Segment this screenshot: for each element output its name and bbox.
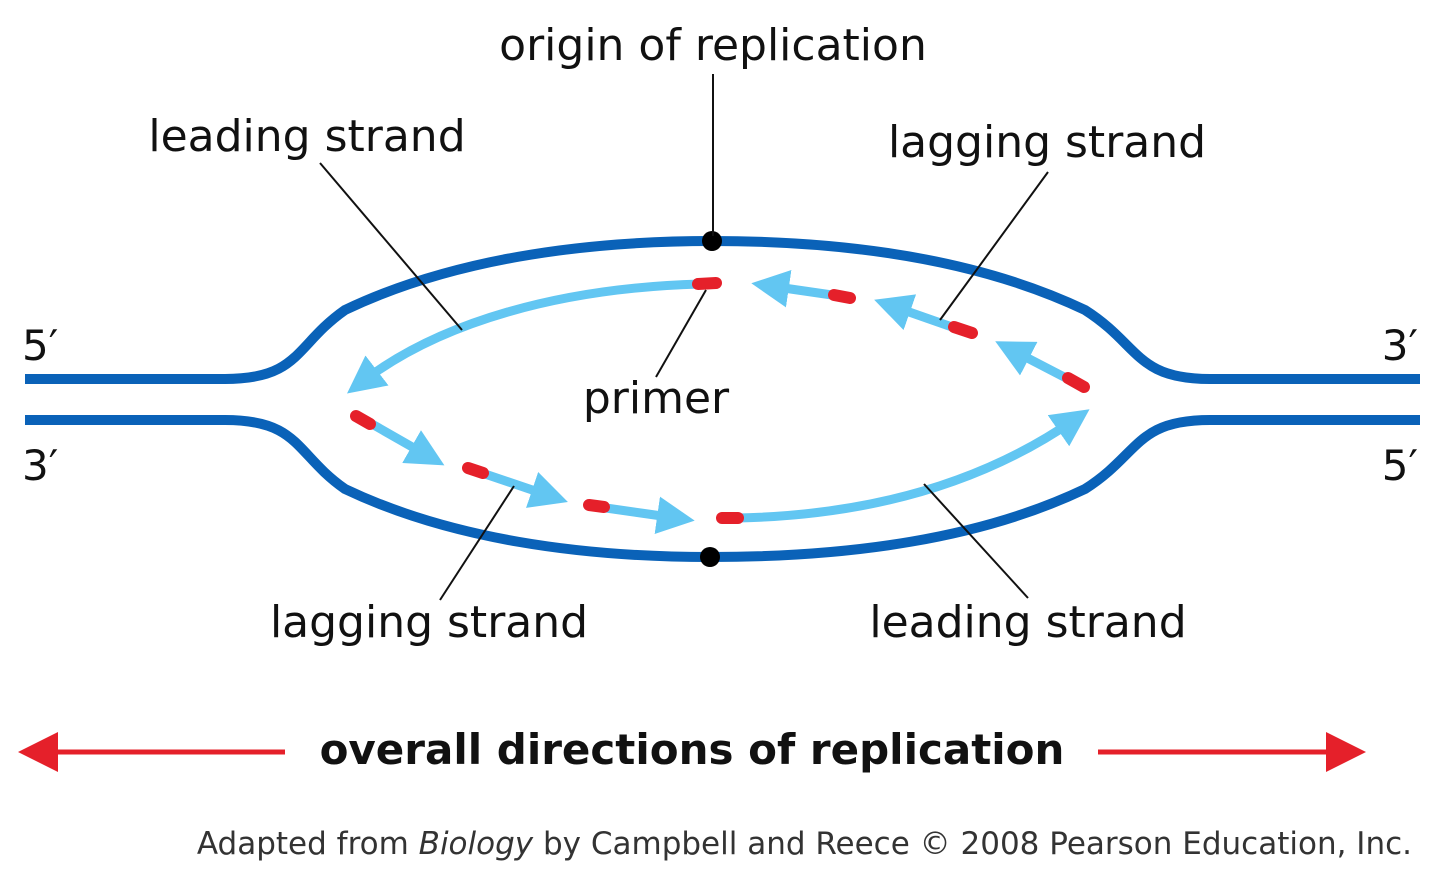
leading-top-leader-line xyxy=(319,162,463,331)
end-label-bottom-left: 3′ xyxy=(22,441,58,490)
leading-strand-top-arrow xyxy=(347,279,701,394)
end-label-bottom-right: 5′ xyxy=(1382,441,1418,490)
leading-strand-top-label: leading strand xyxy=(148,111,465,162)
origin-dot-bottom xyxy=(700,547,720,567)
okazaki-fragment xyxy=(369,420,445,466)
lagging-strand-top xyxy=(751,270,1090,393)
lagging-strand-top-label: lagging strand xyxy=(888,117,1206,168)
origin-dot-top xyxy=(702,231,722,251)
primer-segment xyxy=(583,499,610,513)
okazaki-fragment xyxy=(751,270,833,308)
top-parental-strand xyxy=(25,235,1420,384)
lagging-top-leader-line xyxy=(939,171,1049,321)
credit-book-title: Biology xyxy=(418,826,534,862)
primer-segment xyxy=(948,321,978,339)
leading-strand-bottom-arrow xyxy=(737,409,1090,523)
lagging-strand-bottom-label: lagging strand xyxy=(270,597,588,648)
leading-strand-bottom xyxy=(716,409,1090,524)
leader-lines xyxy=(319,74,1049,601)
okazaki-fragment xyxy=(995,341,1069,382)
primer-segment xyxy=(1062,372,1090,393)
primer-leader-line xyxy=(655,289,707,378)
leading-bottom-leader-line xyxy=(923,483,1029,599)
end-label-top-right: 3′ xyxy=(1382,321,1418,370)
primer-segment xyxy=(350,410,376,430)
end-label-top-left: 5′ xyxy=(22,321,58,370)
credit-line: Adapted from Biology by Campbell and Ree… xyxy=(0,826,1412,862)
lagging-bottom-leader-line xyxy=(439,485,515,601)
credit-prefix: Adapted from xyxy=(196,826,419,862)
primer-segment xyxy=(462,462,489,479)
okazaki-fragment xyxy=(605,496,695,535)
origin-of-replication-label: origin of replication xyxy=(499,20,927,71)
leading-strand-top xyxy=(347,277,722,394)
primer-segment xyxy=(692,277,722,290)
primer-label: primer xyxy=(583,373,730,424)
leading-strand-bottom-label: leading strand xyxy=(869,597,1186,648)
okazaki-fragment xyxy=(483,469,568,508)
primer-segment xyxy=(828,289,856,304)
okazaki-fragment xyxy=(874,294,954,332)
lagging-strand-bottom xyxy=(350,410,695,535)
overall-directions-label: overall directions of replication xyxy=(320,725,1065,774)
bottom-parental-strand xyxy=(25,415,1420,563)
credit-suffix: by Campbell and Reece © 2008 Pearson Edu… xyxy=(533,826,1412,862)
